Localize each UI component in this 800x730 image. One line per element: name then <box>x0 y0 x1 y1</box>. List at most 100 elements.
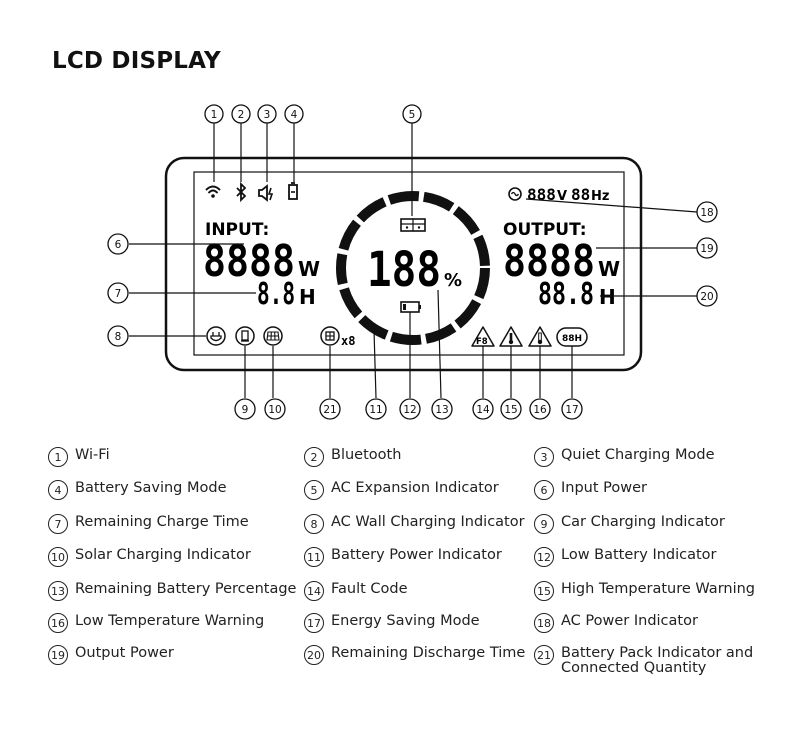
low-temperature-icon <box>528 326 552 347</box>
battery-pack-count: x8 <box>341 334 355 348</box>
callout-number: 11 <box>369 404 382 416</box>
legend-item: 1 Wi-Fi <box>48 447 110 467</box>
legend-label: AC Wall Charging Indicator <box>331 514 525 530</box>
legend-number: 7 <box>48 514 68 534</box>
legend-number: 4 <box>48 480 68 500</box>
callout-marker: 3 <box>257 104 277 124</box>
legend-number: 5 <box>304 480 324 500</box>
ac-frequency-unit: Hz <box>591 189 609 204</box>
callout-marker: 4 <box>284 104 304 124</box>
callout-marker: 9 <box>234 398 256 420</box>
legend-label: AC Expansion Indicator <box>331 480 499 496</box>
callout-marker: 1 <box>204 104 224 124</box>
lcd-diagram: 888 V 88 Hz INPUT: 8888 W 8.8 H OUTPUT: … <box>107 104 718 420</box>
legend-item: 4 Battery Saving Mode <box>48 480 227 500</box>
legend-number: 10 <box>48 547 68 567</box>
legend-label: Quiet Charging Mode <box>561 447 715 463</box>
battery-ring-segments <box>336 191 490 345</box>
output-label: OUTPUT: <box>503 220 587 240</box>
legend-label: Car Charging Indicator <box>561 514 725 530</box>
legend-label: Remaining Discharge Time <box>331 645 526 661</box>
input-power-unit: W <box>298 257 320 281</box>
fault-code-text: F8 <box>476 337 488 347</box>
bluetooth-icon <box>236 181 247 203</box>
legend-number: 6 <box>534 480 554 500</box>
legend-item: 5 AC Expansion Indicator <box>304 480 499 500</box>
callout-number: 3 <box>264 109 271 121</box>
car-charging-icon <box>235 326 255 346</box>
quiet-charging-icon <box>258 184 274 202</box>
ac-frequency-value: 88 <box>571 185 590 204</box>
output-time-unit: H <box>599 285 616 309</box>
legend-number: 16 <box>48 613 68 633</box>
high-temperature-icon <box>499 326 523 347</box>
legend-number: 21 <box>534 645 554 665</box>
callout-marker: 12 <box>399 398 421 420</box>
legend-number: 1 <box>48 447 68 467</box>
callout-number: 19 <box>700 243 713 255</box>
callout-marker: 5 <box>402 104 422 124</box>
legend-label: Remaining Charge Time <box>75 514 249 530</box>
callout-number: 13 <box>435 404 448 416</box>
legend-number: 11 <box>304 547 324 567</box>
legend-label: Solar Charging Indicator <box>75 547 251 563</box>
legend-item: 21 Battery Pack Indicator and Connected Q… <box>534 645 761 676</box>
lcd-inner-frame <box>193 171 625 356</box>
legend-label: High Temperature Warning <box>561 581 756 597</box>
callout-marker: 13 <box>431 398 453 420</box>
callout-number: 10 <box>268 404 281 416</box>
callout-number: 18 <box>700 207 713 219</box>
callout-number: 8 <box>115 331 122 343</box>
callout-number: 14 <box>476 404 490 416</box>
callout-marker: 2 <box>231 104 251 124</box>
legend-label: AC Power Indicator <box>561 613 698 629</box>
callout-number: 16 <box>533 404 547 416</box>
battery-percent-value: 188 <box>367 242 441 298</box>
callout-number: 12 <box>403 404 416 416</box>
legend-label: Bluetooth <box>331 447 402 463</box>
callout-marker: 21 <box>319 398 341 420</box>
ac-wall-charging-icon <box>206 326 226 346</box>
output-power-unit: W <box>598 257 620 281</box>
legend-number: 14 <box>304 581 324 601</box>
callout-marker: 20 <box>696 285 718 307</box>
input-time-value: 8.8 <box>257 277 295 312</box>
callout-number: 9 <box>242 404 249 416</box>
legend-item: 10 Solar Charging Indicator <box>48 547 251 567</box>
legend-number: 18 <box>534 613 554 633</box>
callout-marker: 11 <box>365 398 387 420</box>
legend-label: Fault Code <box>331 581 408 597</box>
ac-expansion-icon <box>400 218 426 232</box>
legend-number: 8 <box>304 514 324 534</box>
callout-markers: 1 2 3 4 5 6 7 8 9 10 11 12 13 14 15 16 1… <box>107 104 718 420</box>
callout-number: 1 <box>211 109 218 121</box>
callout-marker: 19 <box>696 237 718 259</box>
callout-marker: 14 <box>472 398 494 420</box>
legend-label: Battery Saving Mode <box>75 480 227 496</box>
legend-number: 13 <box>48 581 68 601</box>
solar-charging-icon <box>263 326 283 346</box>
legend-item: 7 Remaining Charge Time <box>48 514 249 534</box>
output-time-value: 88.8 <box>538 277 594 312</box>
callout-marker: 18 <box>696 201 718 223</box>
input-label: INPUT: <box>205 220 269 240</box>
callout-number: 4 <box>291 109 298 121</box>
legend-label: Wi-Fi <box>75 447 110 463</box>
legend-label: Energy Saving Mode <box>331 613 480 629</box>
callout-marker: 16 <box>529 398 551 420</box>
legend-number: 12 <box>534 547 554 567</box>
legend-number: 20 <box>304 645 324 665</box>
callout-number: 21 <box>323 404 336 416</box>
legend-label: Battery Pack Indicator and Connected Qua… <box>561 645 754 676</box>
callout-marker: 10 <box>264 398 286 420</box>
